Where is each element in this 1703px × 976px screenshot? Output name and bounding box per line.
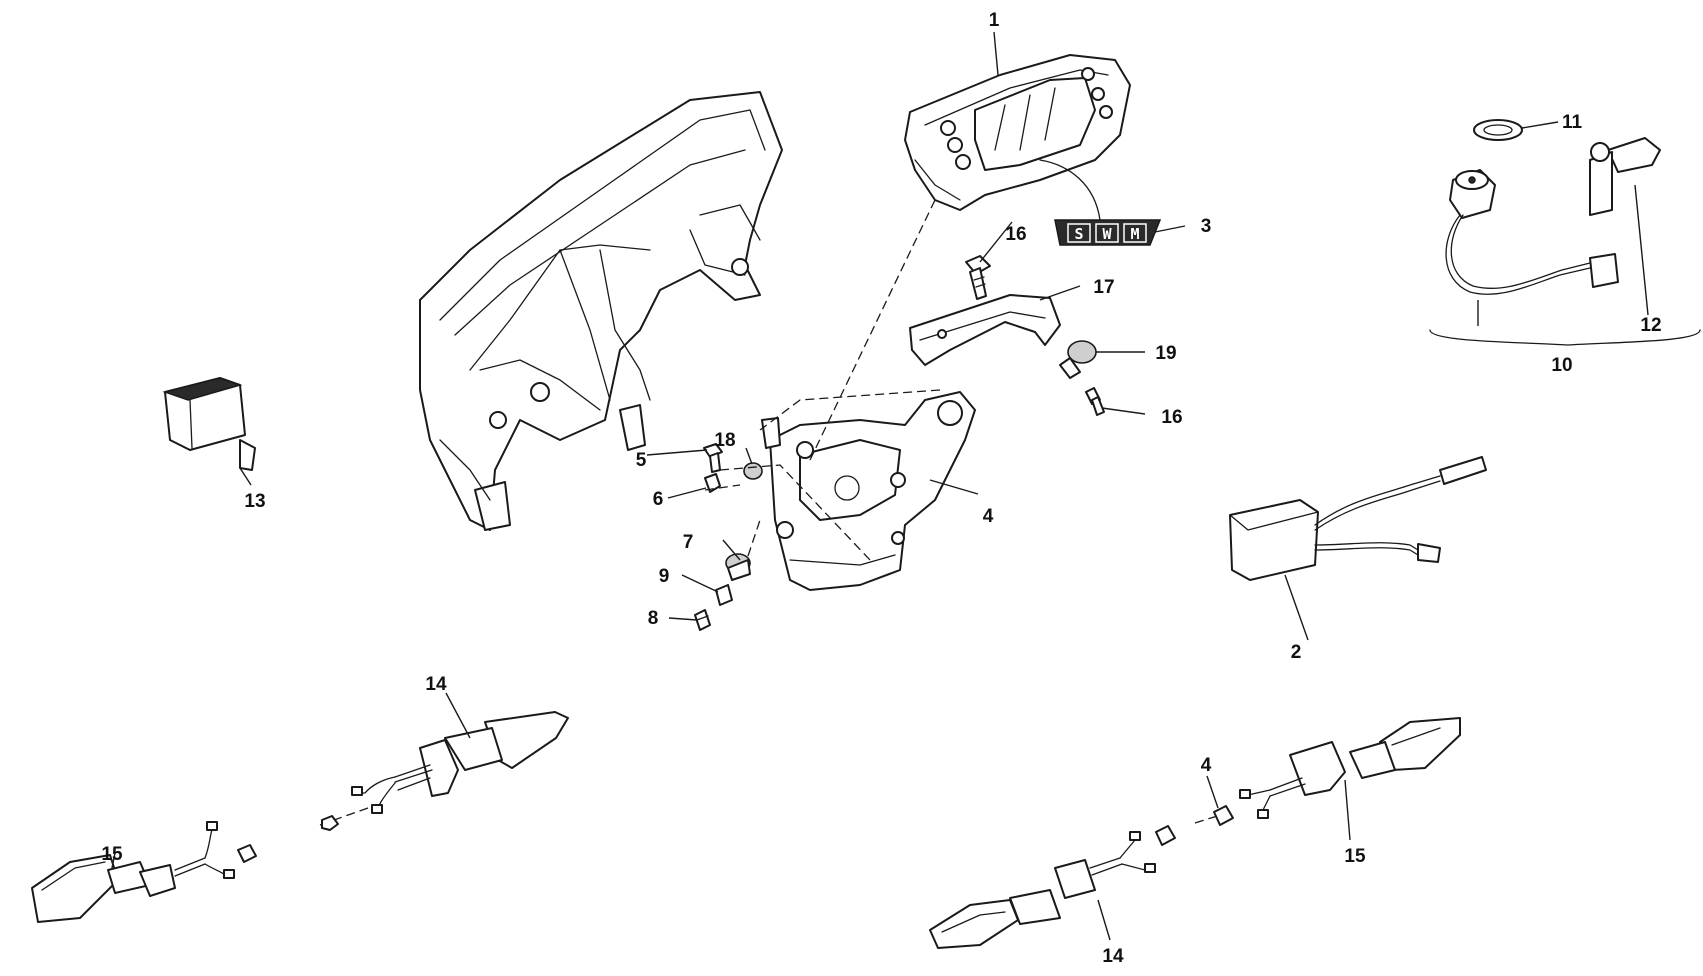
module-2: [1229, 456, 1487, 581]
indicator-15-right: [1213, 717, 1461, 826]
bolt-5: [703, 443, 723, 473]
callout-16-lower: 16: [1161, 407, 1182, 428]
bracket-brace-10: [1429, 329, 1701, 346]
callout-4-bracket: 4: [983, 506, 994, 527]
callout-2: 2: [1291, 642, 1302, 663]
instrument-cluster: [904, 54, 1131, 221]
callout-4-nut: 4: [1201, 755, 1212, 776]
cluster-mount-bracket: [761, 391, 976, 591]
callout-10: 10: [1551, 355, 1572, 376]
ignition-switch-set: [1429, 119, 1701, 346]
callout-15-left: 15: [101, 844, 123, 865]
bracket-17: [909, 294, 1061, 366]
collar-9: [715, 584, 733, 606]
callout-numbers: 1 2 3 4 4 5 6 7 8 9 10 11 12 13 14 14 15…: [101, 10, 1661, 967]
screw-8: [694, 609, 711, 631]
grommet-7: [725, 553, 751, 581]
callout-11: 11: [1562, 112, 1583, 133]
badge-s-label: S: [1074, 225, 1083, 243]
relay-13: [162, 377, 256, 471]
badge-m-label: M: [1130, 225, 1139, 243]
indicator-14-right: [929, 825, 1176, 949]
callout-13: 13: [244, 491, 265, 512]
indicator-15-left: [31, 821, 257, 923]
cluster-cable: [1039, 159, 1101, 221]
callout-3: 3: [1201, 216, 1212, 237]
callout-8: 8: [648, 608, 659, 629]
callout-12: 12: [1640, 315, 1661, 336]
headlight-fairing: [419, 91, 783, 531]
grommet-19: [1059, 340, 1097, 379]
ring-11: [1473, 119, 1523, 141]
callout-16-upper: 16: [1005, 224, 1026, 245]
callout-7: 7: [683, 532, 694, 553]
callout-15-right: 15: [1344, 846, 1366, 867]
callout-5: 5: [636, 450, 647, 471]
mode-label-badge: S W M: [1054, 219, 1162, 246]
callout-14-left: 14: [425, 674, 447, 695]
screw-16-upper: [965, 255, 991, 300]
assembly-lines: [319, 199, 1231, 826]
callout-17: 17: [1093, 277, 1114, 298]
callout-14-right: 14: [1102, 946, 1124, 967]
key-12a: [1607, 137, 1661, 173]
nut-18: [743, 462, 763, 480]
callout-9: 9: [659, 566, 670, 587]
badge-w-label: W: [1102, 225, 1112, 243]
spacer-6: [704, 473, 721, 493]
callout-6: 6: [653, 489, 664, 510]
callout-1: 1: [989, 10, 1000, 31]
indicator-14-left: [321, 711, 569, 831]
screw-16-lower: [1085, 387, 1105, 416]
callout-18: 18: [714, 430, 735, 451]
callout-19: 19: [1155, 343, 1176, 364]
leader-lines: [111, 31, 1649, 941]
